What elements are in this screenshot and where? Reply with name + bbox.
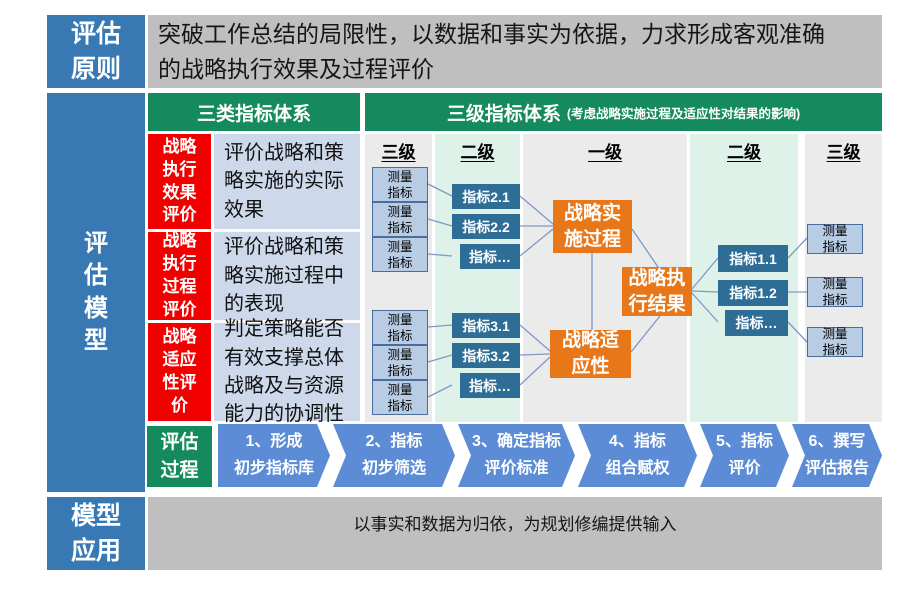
level2-right-column-bg xyxy=(690,134,798,422)
indicator-3-1: 指标3.1 xyxy=(452,313,520,338)
measure-indicator-box: 测量 指标 xyxy=(372,310,428,345)
three-levels-header: 三级指标体系 (考虑战略实施过程及适应性对结果的影响) xyxy=(365,93,882,131)
three-types-header-text: 三类指标体系 xyxy=(196,103,311,125)
indicator-hierarchy-diagram: 三级 二级 一级 二级 三级 测量 指标 测量 指标 测量 指标 测量 指标 测… xyxy=(365,134,882,422)
level1-implementation-process: 战略实 施过程 xyxy=(553,200,632,253)
column-label-level2-left: 二级 xyxy=(460,143,495,162)
measure-indicator-box: 测量 指标 xyxy=(372,380,428,415)
measure-indicator-box: 测量 指标 xyxy=(807,277,863,307)
indicator-2-more: 指标… xyxy=(460,244,520,269)
indicator-2-1: 指标2.1 xyxy=(452,184,520,209)
column-label-level2-right: 二级 xyxy=(727,143,761,162)
process-step-2: 2、指标 初步筛选 xyxy=(333,424,455,487)
measure-indicator-box: 测量 指标 xyxy=(807,224,863,254)
application-text: 以事实和数据为归依，为规划修编提供输入 xyxy=(148,497,882,570)
application-row-label: 模型 应用 xyxy=(47,497,145,570)
process-step-4: 4、指标 组合赋权 xyxy=(578,424,697,487)
type-adaptability-desc: 判定策略能否 有效支撑总体 战略及与资源 能力的协调性 xyxy=(214,318,360,425)
measure-indicator-box: 测量 指标 xyxy=(372,202,428,237)
measure-indicator-box: 测量 指标 xyxy=(372,167,428,202)
process-step-5: 5、指标 评价 xyxy=(700,424,789,487)
measure-indicator-box: 测量 指标 xyxy=(807,327,863,357)
indicator-1-1: 指标1.1 xyxy=(718,245,788,272)
process-step-1: 1、形成 初步指标库 xyxy=(218,424,330,487)
measure-indicator-box: 测量 指标 xyxy=(372,237,428,272)
indicator-3-more: 指标… xyxy=(460,373,520,398)
indicator-1-2: 指标1.2 xyxy=(718,280,788,306)
principle-text: 突破工作总结的局限性，以数据和事实为依据，力求形成客观准确 的战略执行效果及过程… xyxy=(148,15,882,88)
three-types-header: 三类指标体系 xyxy=(148,93,360,131)
measure-indicator-box: 测量 指标 xyxy=(372,345,428,380)
type-effect-label: 战略 执行 效果 评价 xyxy=(148,134,211,229)
model-row-label: 评 估 模 型 xyxy=(47,93,145,492)
column-label-level1: 一级 xyxy=(588,143,622,162)
column-label-level3-left: 三级 xyxy=(381,143,416,162)
three-levels-header-text: 三级指标体系 xyxy=(446,103,561,125)
indicator-2-2: 指标2.2 xyxy=(452,214,520,239)
three-levels-header-note: (考虑战略实施过程及适应性对结果的影响) xyxy=(566,106,801,121)
connector-lines xyxy=(427,183,808,398)
type-process-label: 战略 执行 过程 评价 xyxy=(148,231,211,320)
process-step-3: 3、确定指标 评价标准 xyxy=(458,424,575,487)
type-adaptability-label: 战略 适应 性评 价 xyxy=(148,323,211,421)
process-step-6: 6、撰写 评估报告 xyxy=(792,424,882,487)
type-process-desc: 评价战略和策 略实施过程中 的表现 xyxy=(214,232,360,320)
indicator-3-2: 指标3.2 xyxy=(452,343,520,368)
type-effect-desc: 评价战略和策 略实施的实际 效果 xyxy=(214,134,360,229)
level1-adaptability: 战略适 应性 xyxy=(550,330,631,378)
level1-execution-result: 战略执 行结果 xyxy=(622,267,692,316)
indicator-1-more: 指标… xyxy=(725,310,788,336)
column-label-level3-right: 三级 xyxy=(826,143,861,162)
principle-row-label: 评估 原则 xyxy=(47,15,145,88)
process-row-label: 评估 过程 xyxy=(147,426,212,487)
